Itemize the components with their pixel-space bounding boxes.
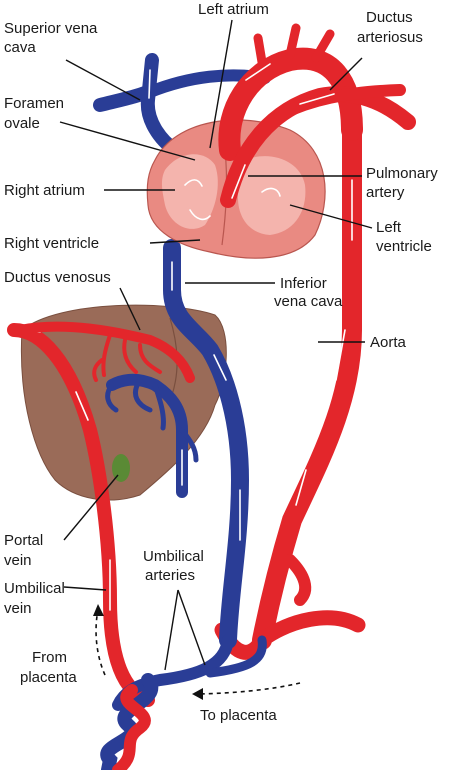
iliac-artery-right [254,610,366,648]
label-from-placenta: From placenta [20,649,77,686]
ductus-venosus-vessel [15,321,195,383]
umbilical-vein-vessel [7,323,155,707]
arrowhead-from-placenta [93,604,104,616]
label-umbilical-arteries: Umbilical arteries [143,548,208,584]
label-to-placenta: To placenta [200,707,277,724]
dashed-arrow-from-placenta [95,609,106,676]
label-portal-vein: Portal vein [4,532,47,569]
umbilical-artery-vessel [205,635,267,678]
label-inferior-vena-cava: Inferior vena cava [274,275,343,310]
leader-umbilical-arteries-a [164,589,179,671]
leader-left-atrium [209,19,233,149]
pulmonary-artery-vessel [274,84,406,121]
dashed-arrow-to-placenta [199,682,301,695]
leader-ductus-venosus [119,287,141,331]
heart-flow [189,209,211,221]
label-right-ventricle: Right ventricle [4,235,99,252]
umbilical-cord [112,684,151,770]
label-right-atrium: Right atrium [4,182,85,199]
umbilical-cord [100,673,159,770]
arrowhead-to-placenta [192,688,203,700]
aorta-vessel [252,120,362,650]
ivc-flow [213,354,227,381]
heart-flow [261,187,281,197]
leader-right-ventricle [149,239,201,244]
heart-flow [184,179,203,187]
leader-umbilical-vein [63,586,107,591]
label-ductus-venosus: Ductus venosus [4,269,111,286]
leader-left-ventricle [289,204,373,229]
label-superior-vena-cava: Superior vena cava [4,20,102,56]
gallbladder [112,454,130,482]
leader-umbilical-arteries-b [177,589,206,666]
aorta-flow [335,329,346,381]
arch-flow [245,63,271,81]
label-pulmonary-artery: Pulmonary artery [366,165,442,201]
heart-chamber-right [161,154,218,229]
label-left-atrium: Left atrium [198,1,269,18]
umbilical-vein-flow [75,391,89,421]
arch-branches [253,23,335,67]
svc-flow [148,69,151,99]
label-ductus-arteriosus: Ductus arteriosus [357,9,423,46]
liver-artery-branches [92,333,162,382]
ductus-flow [299,93,335,105]
leader-foramen-ovale [59,121,196,161]
label-left-ventricle: Left ventricle [376,219,432,255]
iliac-artery-mid [284,554,312,606]
leader-superior-vena-cava [65,59,141,101]
portal-vein-branches [105,377,199,463]
label-foramen-ovale: Foramen ovale [4,95,68,132]
leader-ductus-arteriosus [329,57,363,91]
inferior-vena-cava-vessel [163,239,250,649]
label-umbilical-vein: Umbilical vein [4,580,69,617]
label-aorta: Aorta [370,334,407,351]
aorta-flow [295,469,307,506]
leader-portal-vein [63,474,119,541]
pulmonary-flow [231,164,246,199]
